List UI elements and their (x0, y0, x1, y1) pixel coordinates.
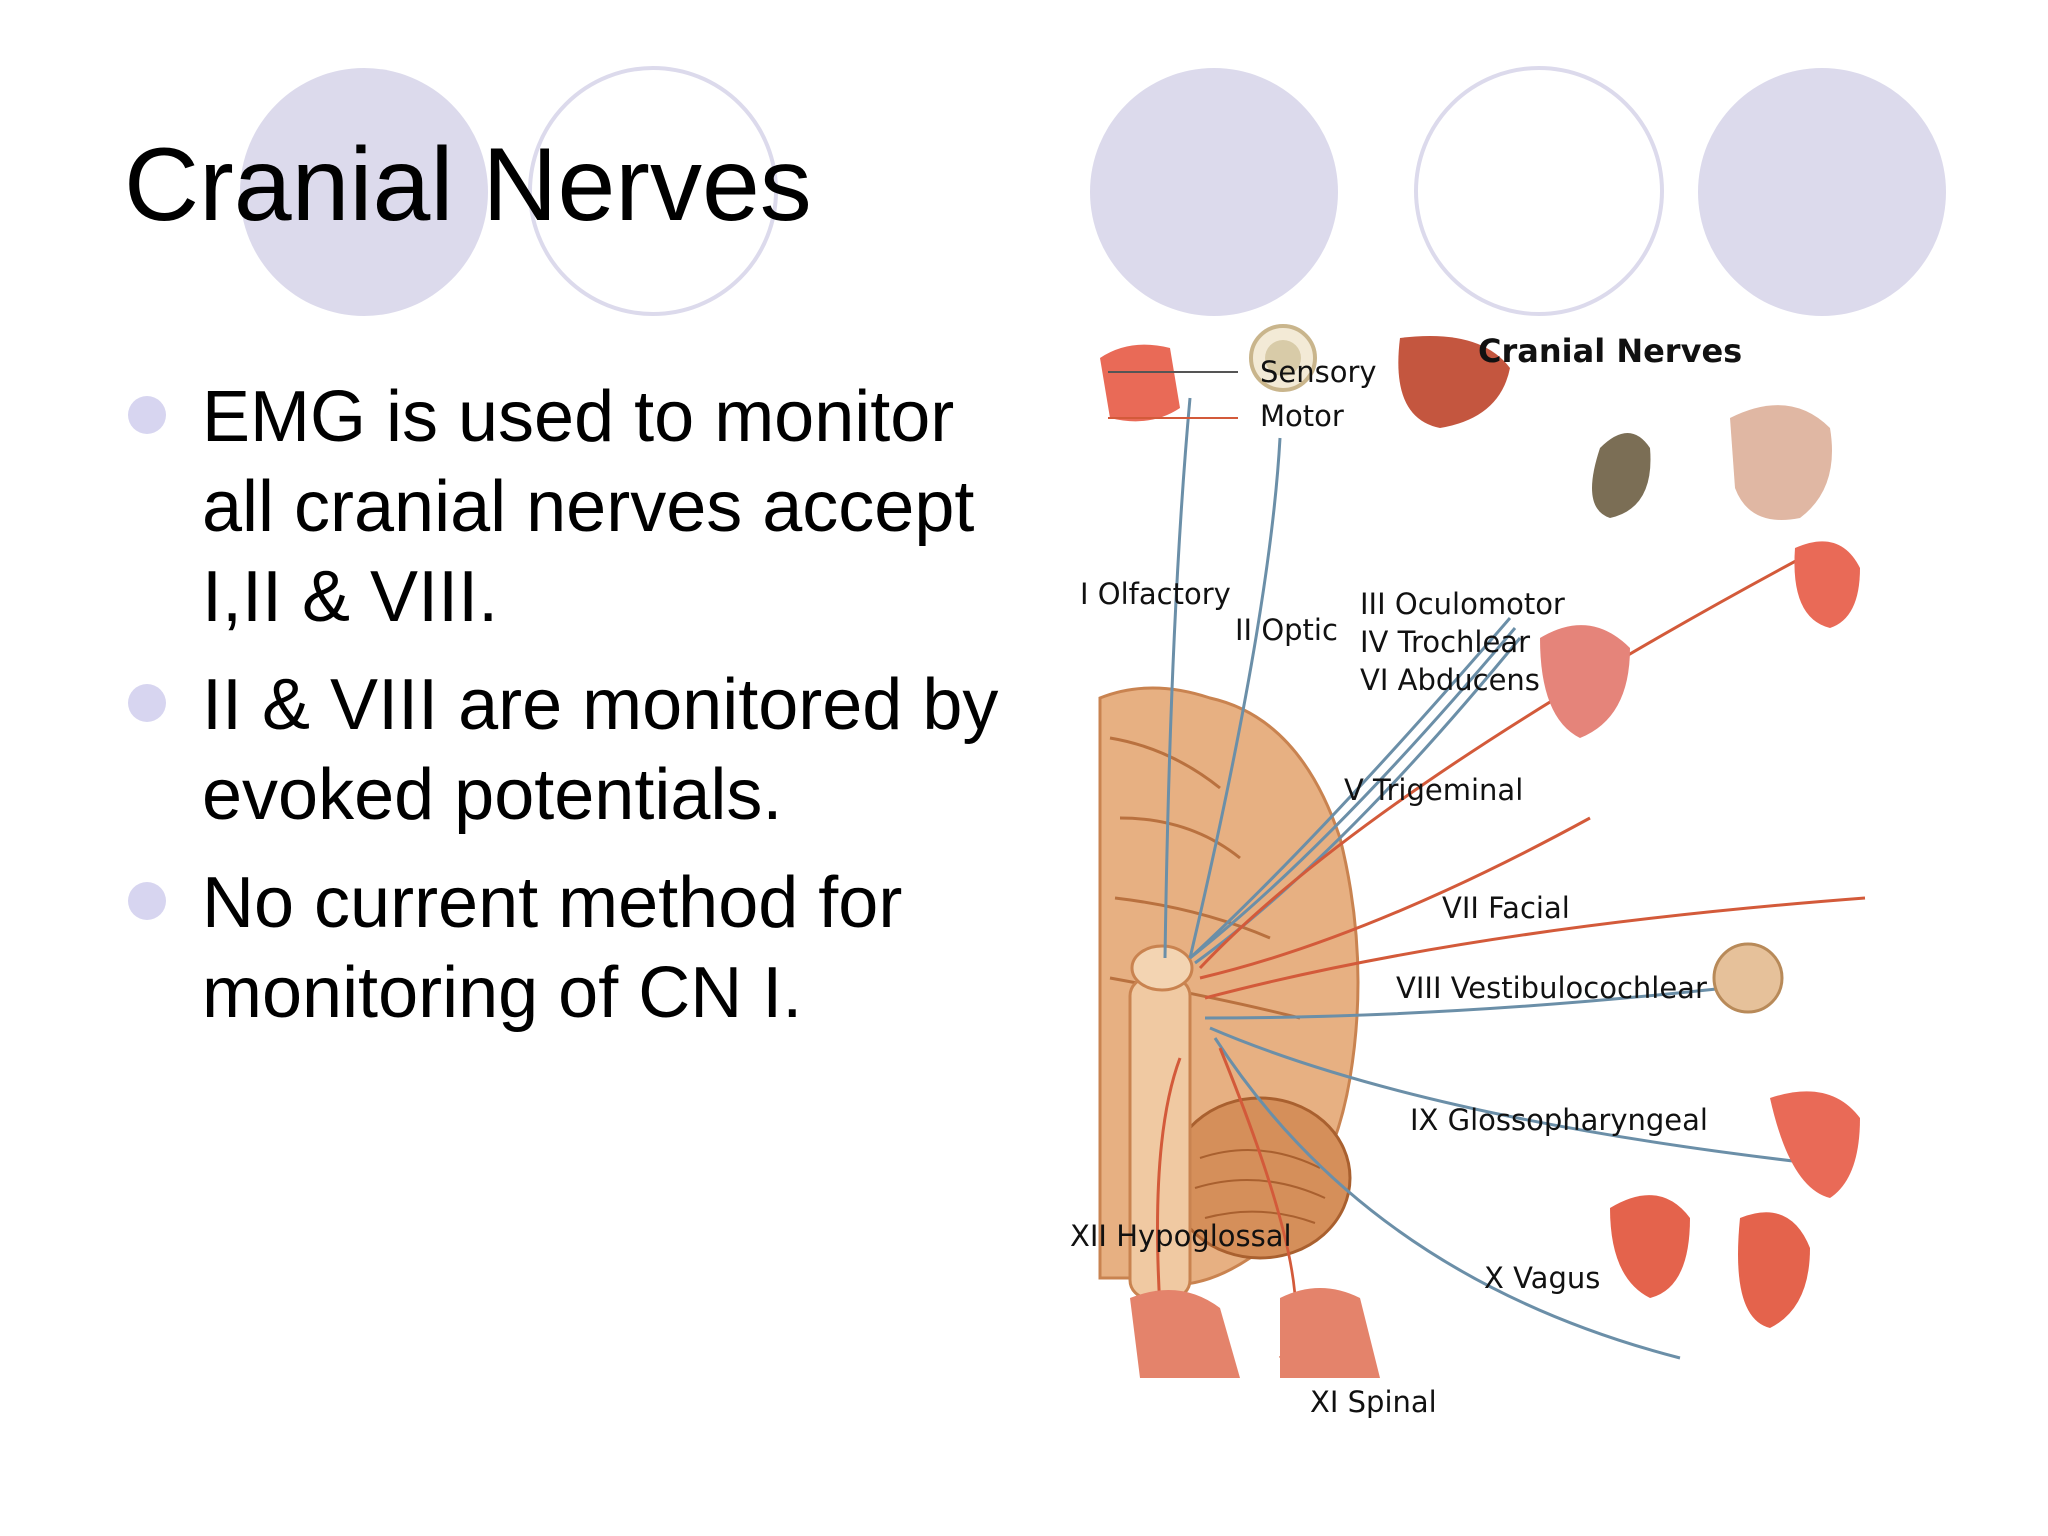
label-glossopharyngeal: IX Glossopharyngeal (1410, 1103, 1708, 1137)
cranial-nerves-diagram: Sensory Motor Cranial Nerves I Olfactory… (1070, 318, 1870, 1458)
organ-illustrations (1100, 324, 1860, 1378)
bullet-icon (128, 684, 166, 722)
label-optic: II Optic (1235, 613, 1338, 647)
brain-illustration (1098, 686, 1360, 1300)
label-oculomotor: III Oculomotor (1360, 587, 1565, 621)
label-vestibulocochlear: VIII Vestibulocochlear (1396, 971, 1707, 1005)
decor-ring (528, 66, 778, 316)
bullet-text: No current method for monitoring of CN I… (202, 863, 903, 1033)
label-facial: VII Facial (1442, 891, 1570, 925)
slide-title: Cranial Nerves (124, 127, 812, 243)
bullet-item: EMG is used to monitor all cranial nerve… (128, 372, 1008, 642)
decor-ring (1414, 66, 1664, 316)
decor-circle (1698, 68, 1946, 316)
label-spinal: XI Spinal (1310, 1385, 1437, 1419)
legend-sensory: Sensory (1260, 355, 1377, 389)
label-trigeminal: V Trigeminal (1344, 773, 1523, 807)
bullet-item: II & VIII are monitored by evoked potent… (128, 660, 1008, 840)
decor-circle (240, 68, 488, 316)
diagram-title: Cranial Nerves (1478, 332, 1742, 370)
label-abducens: VI Abducens (1360, 663, 1540, 697)
bullet-icon (128, 882, 166, 920)
legend-motor: Motor (1260, 399, 1344, 433)
label-hypoglossal: XII Hypoglossal (1070, 1219, 1292, 1253)
label-vagus: X Vagus (1484, 1261, 1600, 1295)
decor-circle (1090, 68, 1338, 316)
bullet-item: No current method for monitoring of CN I… (128, 858, 1008, 1038)
bullet-text: EMG is used to monitor all cranial nerve… (202, 377, 975, 637)
bullet-icon (128, 396, 166, 434)
bullet-list: EMG is used to monitor all cranial nerve… (128, 372, 1008, 1056)
bullet-text: II & VIII are monitored by evoked potent… (202, 665, 999, 835)
label-olfactory: I Olfactory (1080, 577, 1231, 611)
label-trochlear: IV Trochlear (1360, 625, 1530, 659)
